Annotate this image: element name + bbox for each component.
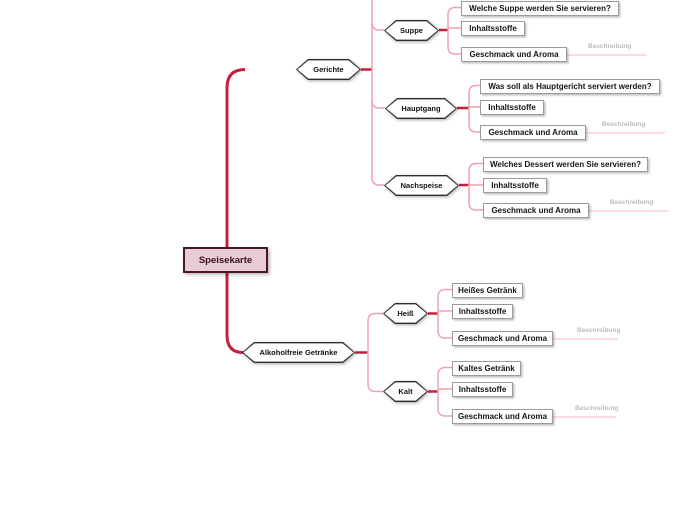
node-suppe-geschmack[interactable]: Geschmack und Aroma [461,47,567,62]
node-nachspeise-inhaltsstoffe[interactable]: Inhaltsstoffe [483,178,547,193]
node-label: Kaltes Getränk [458,364,515,373]
node-suppe-inhaltsstoffe[interactable]: Inhaltsstoffe [461,21,525,36]
node-nachspeise-frage[interactable]: Welches Dessert werden Sie servieren? [483,157,648,172]
node-suppe[interactable]: Suppe [384,20,439,41]
node-label: Gerichte [313,65,344,74]
node-label: Speisekarte [198,254,253,266]
node-label: Geschmack und Aroma [491,206,581,215]
node-alkoholfreie-getraenke[interactable]: Alkoholfreie Getränke [242,342,355,363]
node-label: Suppe [400,26,423,35]
note-beschreibung[interactable]: Beschreibung [577,327,621,334]
node-hauptgang-frage[interactable]: Was soll als Hauptgericht serviert werde… [480,79,660,94]
node-speisekarte[interactable]: Speisekarte [183,247,268,273]
node-label: Was soll als Hauptgericht serviert werde… [488,82,652,91]
node-nachspeise[interactable]: Nachspeise [384,175,459,196]
node-hauptgang-inhaltsstoffe[interactable]: Inhaltsstoffe [480,100,544,115]
node-label: Inhaltsstoffe [458,307,507,316]
node-label: Geschmack und Aroma [458,334,548,343]
node-kalt[interactable]: Kalt [383,381,428,402]
note-beschreibung[interactable]: Beschreibung [610,199,654,206]
node-label: Inhaltsstoffe [458,385,507,394]
node-label: Geschmack und Aroma [469,50,559,59]
node-gerichte[interactable]: Gerichte [296,59,361,80]
node-label: Kalt [398,387,413,396]
node-kalt-geschmack[interactable]: Geschmack und Aroma [452,409,554,424]
node-nachspeise-geschmack[interactable]: Geschmack und Aroma [483,203,589,218]
node-label: Geschmack und Aroma [458,412,548,421]
node-kaltes-getraenk[interactable]: Kaltes Getränk [452,361,521,376]
node-label: Heißes Getränk [458,286,517,295]
node-label: Hauptgang [401,104,441,113]
node-kalt-inhaltsstoffe[interactable]: Inhaltsstoffe [452,382,513,397]
node-suppe-frage[interactable]: Welche Suppe werden Sie servieren? [461,1,619,16]
node-label: Alkoholfreie Getränke [259,348,338,357]
node-label: Geschmack und Aroma [488,128,578,137]
note-beschreibung[interactable]: Beschreibung [588,43,632,50]
node-hauptgang[interactable]: Hauptgang [385,98,457,119]
node-heiss[interactable]: Heiß [383,303,428,324]
node-label: Welches Dessert werden Sie servieren? [489,160,642,169]
node-label: Heiß [397,309,414,318]
node-label: Inhaltsstoffe [469,24,517,33]
node-label: Welche Suppe werden Sie servieren? [469,4,611,13]
node-hauptgang-geschmack[interactable]: Geschmack und Aroma [480,125,586,140]
node-label: Inhaltsstoffe [488,103,536,112]
node-heiss-geschmack[interactable]: Geschmack und Aroma [452,331,554,346]
note-beschreibung[interactable]: Beschreibung [575,405,619,412]
node-label: Inhaltsstoffe [491,181,539,190]
node-heiss-inhaltsstoffe[interactable]: Inhaltsstoffe [452,304,513,319]
node-heisses-getraenk[interactable]: Heißes Getränk [452,283,523,298]
note-beschreibung[interactable]: Beschreibung [602,121,646,128]
node-label: Nachspeise [400,181,443,190]
